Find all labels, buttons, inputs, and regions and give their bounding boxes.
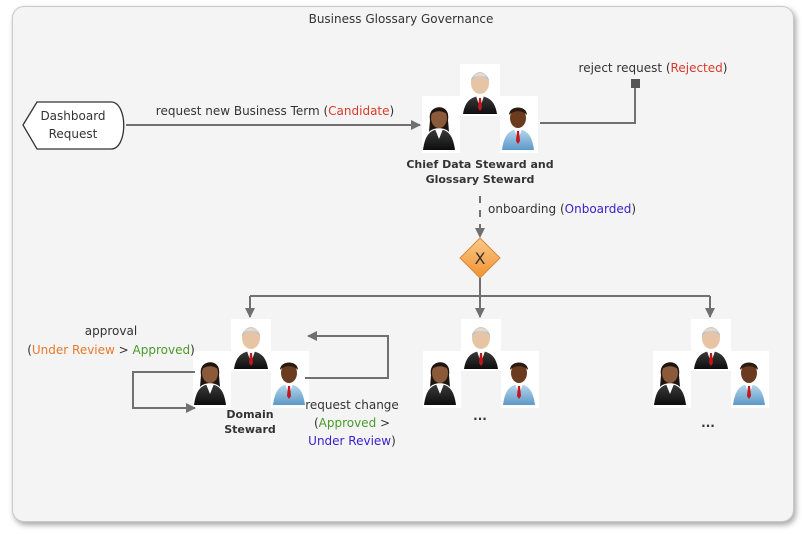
dashboard-request-shape[interactable]: Dashboard Request	[22, 101, 125, 150]
request-change-status-line2: Under Review)	[308, 434, 396, 448]
approved-status-2: Approved	[319, 416, 377, 430]
approval-loop-arrow	[132, 371, 196, 413]
request-change-loop-arrow	[305, 331, 389, 379]
under-review-status: Under Review	[32, 343, 115, 357]
chief-steward-label-line2: Glossary Steward	[426, 173, 535, 186]
reject-request-line	[540, 84, 636, 124]
dashboard-request-line1: Dashboard	[40, 109, 105, 123]
onboarded-status: Onboarded	[565, 202, 632, 216]
domain-steward-group-icon[interactable]	[193, 319, 309, 408]
middle-steward-group-icon[interactable]	[423, 319, 539, 408]
request-change-label: request change	[305, 398, 399, 412]
chief-steward-label-line1: Chief Data Steward and	[406, 158, 553, 171]
approval-status-change: (Under Review > Approved)	[27, 343, 195, 357]
gateway-x-icon[interactable]: X	[459, 237, 501, 279]
request-new-label: request new Business Term (Candidate)	[156, 104, 394, 118]
middle-group-label: ...	[473, 409, 487, 423]
dashboard-request-line2: Request	[49, 127, 98, 141]
diagram-canvas	[12, 6, 794, 522]
domain-steward-label-line1: Domain	[226, 408, 273, 421]
onboarding-label: onboarding (Onboarded)	[488, 202, 636, 216]
right-steward-group-icon[interactable]	[653, 319, 769, 408]
approved-status: Approved	[133, 343, 191, 357]
reject-end-marker	[631, 79, 640, 88]
reject-request-label: reject request (Rejected)	[579, 61, 728, 75]
rejected-status: Rejected	[671, 61, 723, 75]
chief-steward-group-icon[interactable]	[422, 64, 538, 153]
gateway-symbol: X	[475, 249, 486, 268]
request-change-status-line1: (Approved >	[314, 416, 390, 430]
approval-label: approval	[85, 324, 137, 338]
diagram-title: Business Glossary Governance	[309, 12, 494, 26]
right-group-label: ...	[701, 416, 715, 430]
domain-steward-label-line2: Steward	[224, 423, 276, 436]
candidate-status: Candidate	[328, 104, 389, 118]
under-review-status-2: Under Review	[308, 434, 391, 448]
